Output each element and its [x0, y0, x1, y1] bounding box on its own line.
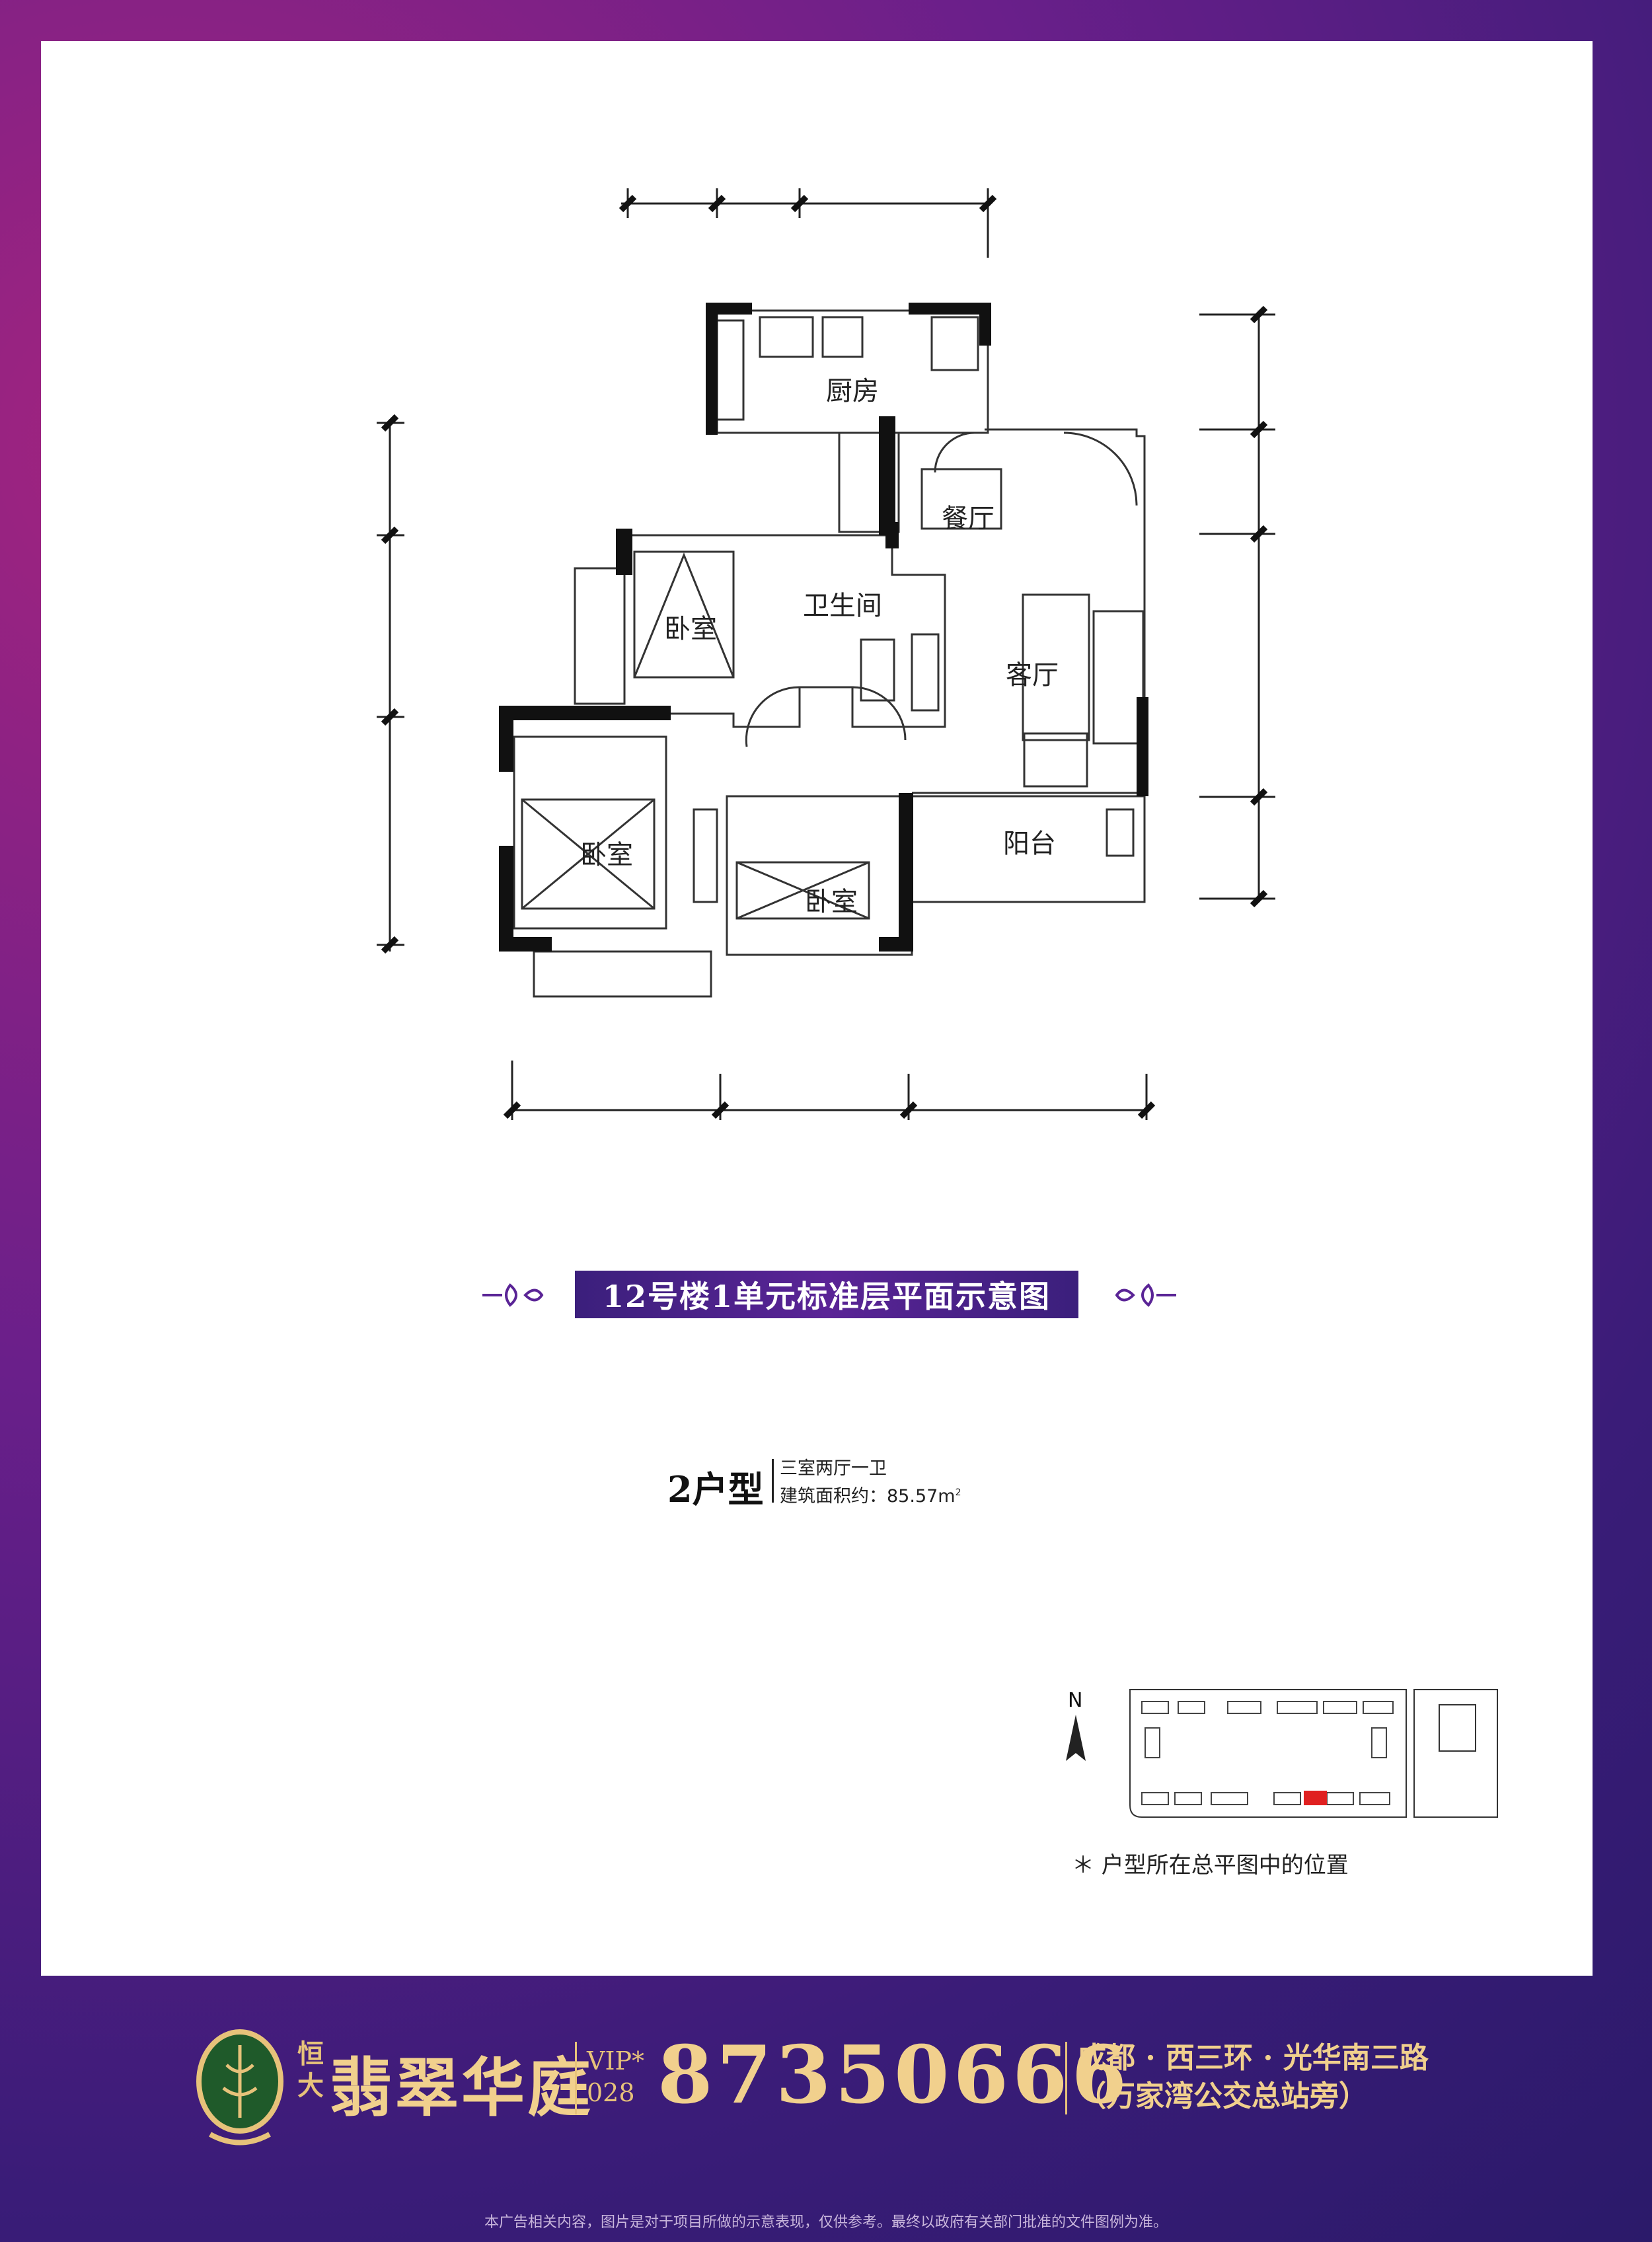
disclaimer: 本广告相关内容，图片是对于项目所做的示意表现，仅供参考。最终以政府有关部门批准的…: [484, 2214, 1168, 2231]
unit-description: 三室两厅一卫 建筑面积约：85.57m2: [780, 1457, 961, 1509]
north-arrow-icon: [1066, 1715, 1086, 1761]
unit-divider: [772, 1459, 774, 1503]
vip-text: VIP: [587, 2046, 632, 2075]
room-label-dining: 餐厅: [942, 504, 995, 534]
address: 成都 · 西三环 · 光华南三路 （万家湾公交总站旁）: [1077, 2039, 1429, 2116]
dimension-lines: [377, 188, 1275, 1120]
unit-area-value: 85.57m: [887, 1486, 956, 1507]
north-label: N: [1068, 1689, 1082, 1712]
thick-walls: [499, 303, 1148, 952]
dimension-ticks: [381, 194, 1268, 1119]
address-line-1: 成都 · 西三环 · 光华南三路: [1077, 2041, 1429, 2075]
phone-number[interactable]: 87350666: [657, 2029, 1131, 2122]
site-plan: N: [1066, 1689, 1498, 1818]
brand-small: 恒大: [297, 2038, 324, 2101]
unit-position-highlight: [1304, 1791, 1327, 1805]
unit-type: 2户型: [667, 1468, 764, 1511]
brand-logo-icon: [196, 2029, 283, 2146]
site-buildings: [1141, 1701, 1394, 1805]
right-ornament-icon: [1115, 1283, 1176, 1307]
unit-area-sup: 2: [955, 1487, 961, 1498]
unit-layout: 三室两厅一卫: [780, 1458, 887, 1479]
room-label-bedroom-3: 卧室: [805, 887, 858, 917]
footer-separator-2: [1065, 2042, 1067, 2114]
brand-name: 翡翠华庭: [329, 2050, 593, 2125]
unit-area-label: 建筑面积约：: [780, 1486, 887, 1507]
room-labels: 厨房 餐厅 卫生间 卧室 客厅 卧室 卧室 阳台: [580, 376, 1059, 917]
room-label-bathroom: 卫生间: [803, 591, 882, 621]
room-label-bedroom-2: 卧室: [580, 840, 633, 870]
content-panel: [41, 41, 1593, 1976]
footer-separator: [575, 2042, 577, 2114]
site-plan-caption: ＊ 户型所在总平图中的位置: [1072, 1852, 1349, 1879]
room-label-living: 客厅: [1006, 660, 1059, 691]
room-label-kitchen: 厨房: [826, 376, 879, 406]
floor-plan: 厨房 餐厅 卫生间 卧室 客厅 卧室 卧室 阳台: [377, 188, 1275, 1120]
address-line-2: （万家湾公交总站旁）: [1077, 2079, 1368, 2113]
plan-title: 12号楼1单元标准层平面示意图: [575, 1271, 1078, 1318]
vip-label: VIP* 028: [587, 2045, 644, 2109]
vip-asterisk: *: [632, 2046, 645, 2075]
area-code: 028: [587, 2078, 635, 2107]
left-ornament-icon: [482, 1283, 544, 1307]
unit-area: 建筑面积约：85.57m2: [780, 1481, 961, 1509]
room-label-bedroom-1: 卧室: [664, 614, 717, 644]
room-label-balcony: 阳台: [1003, 829, 1056, 859]
